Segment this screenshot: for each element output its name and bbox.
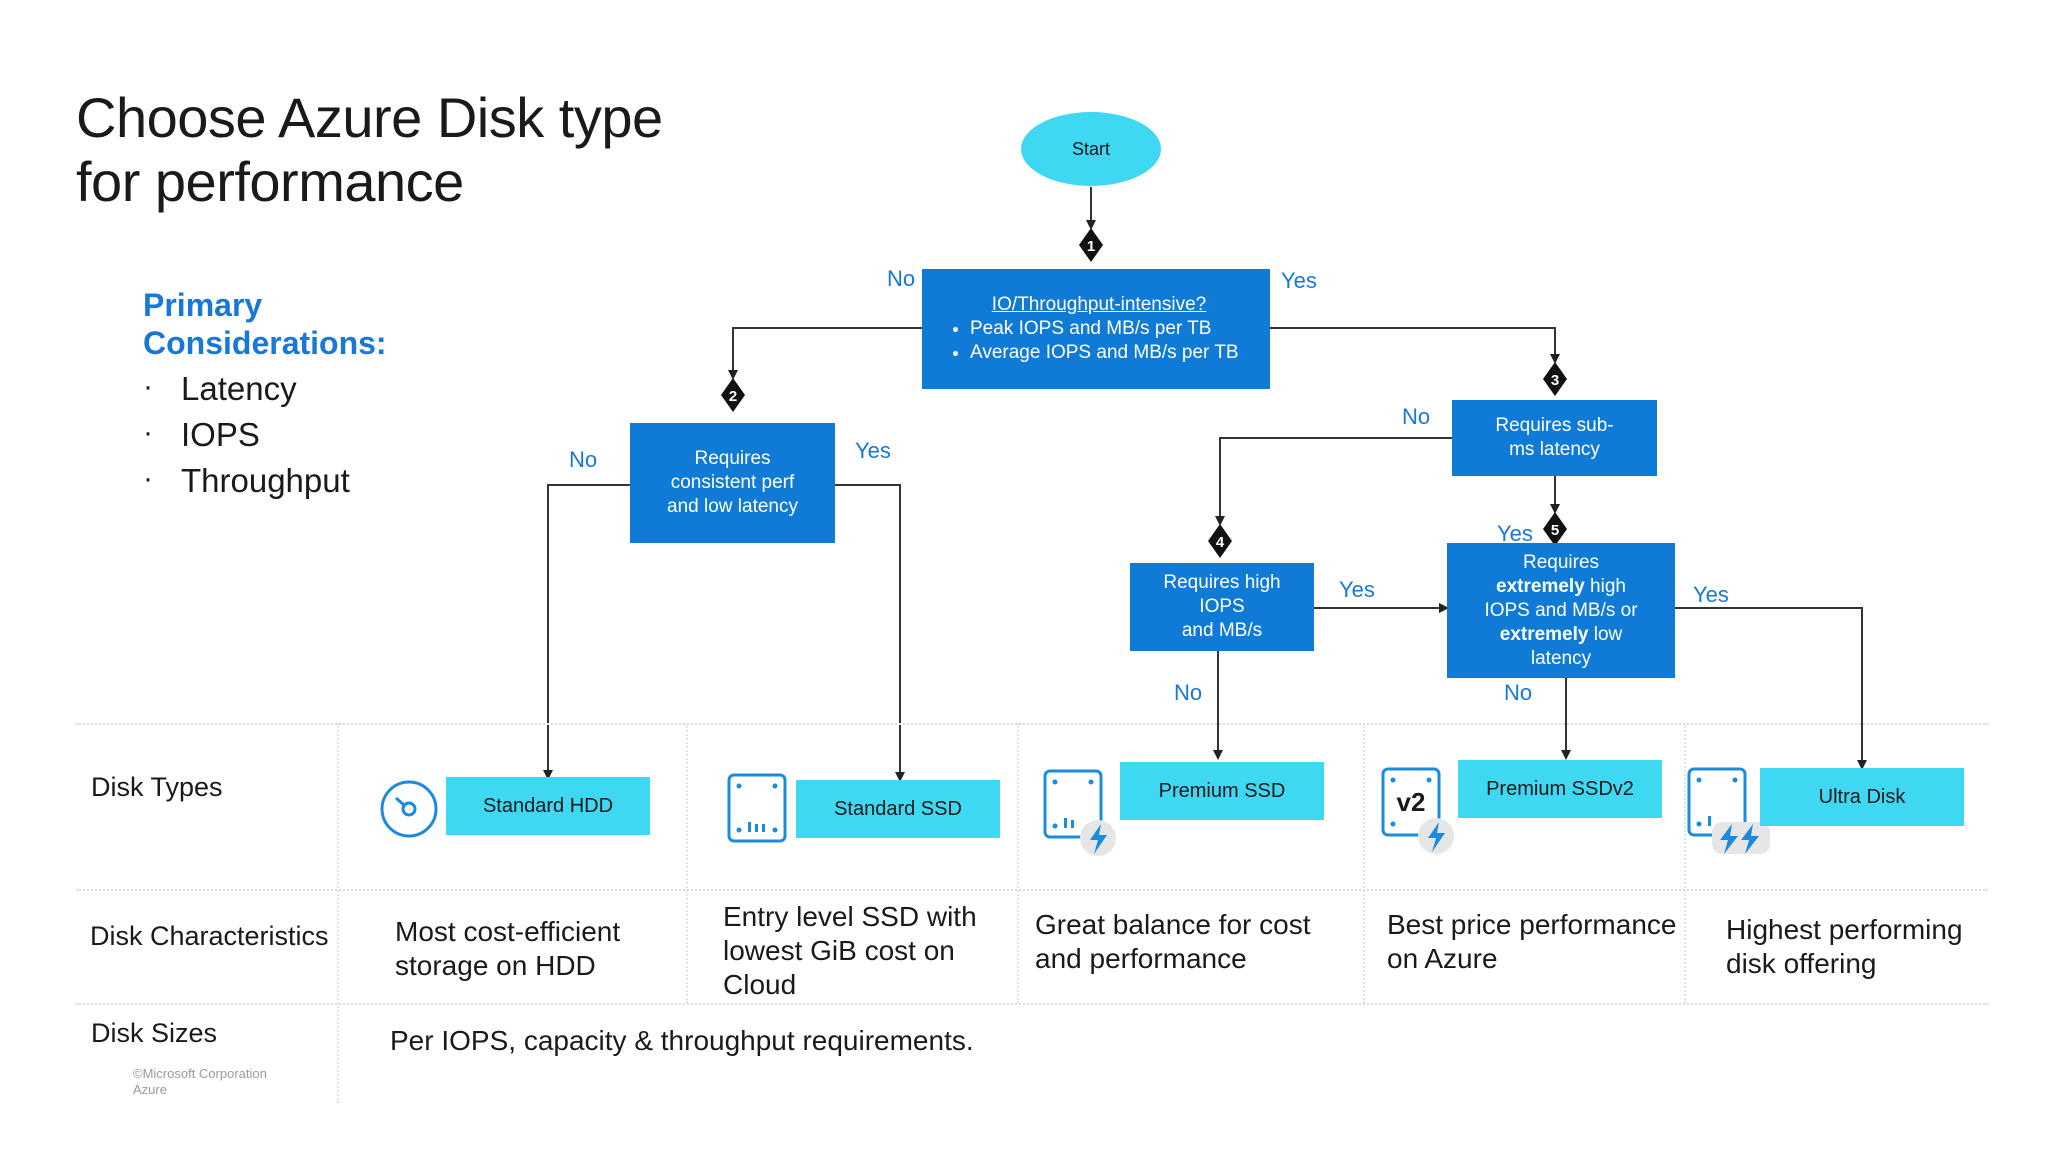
table-column-divider: [337, 723, 339, 1103]
characteristic-standard-ssd: Entry level SSD with lowest GiB cost on …: [723, 901, 977, 1000]
decision-number-2: 2: [729, 388, 737, 405]
characteristic-premium-ssd: Great balance for cost and performance: [1035, 909, 1311, 974]
decision-diamond-1: [1079, 228, 1103, 262]
table-divider: [76, 889, 1988, 891]
considerations-heading: Primary Considerations:: [143, 287, 387, 361]
characteristic-premium-ssdv2: Best price performance on Azure: [1387, 909, 1677, 974]
premium-ssdv2-icon: v2: [1381, 767, 1454, 854]
label-yes-q1: Yes: [1281, 268, 1317, 293]
consideration-item: Throughput: [143, 456, 350, 504]
copyright-text: ©Microsoft Corporation Azure: [133, 1066, 267, 1097]
start-node: Start: [1021, 112, 1161, 186]
decision-io-throughput: IO/Throughput-intensive? Peak IOPS and M…: [922, 269, 1270, 389]
v2-badge: v2: [1397, 787, 1426, 817]
disk-premium-ssdv2: Premium SSDv2: [1458, 760, 1662, 818]
disk-ultra: Ultra Disk: [1760, 768, 1964, 826]
consideration-item: IOPS: [143, 410, 350, 458]
table-column-divider: [686, 723, 688, 1003]
ultra-disk-icon: [1687, 767, 1770, 854]
decision-number-5: 5: [1551, 522, 1559, 539]
decision-extreme-iops: Requires extremely high IOPS and MB/s or…: [1447, 543, 1675, 678]
row-label-disk-types: Disk Types: [91, 772, 223, 802]
characteristic-standard-hdd: Most cost-efficient storage on HDD: [395, 916, 621, 981]
row-label-disk-characteristics: Disk Characteristics: [90, 921, 329, 951]
table-column-divider: [1684, 723, 1686, 1003]
label-yes-q2: Yes: [855, 438, 891, 463]
table-column-divider: [1017, 723, 1019, 1003]
decision-number-4: 4: [1216, 534, 1225, 551]
disk-standard-ssd: Standard SSD: [796, 780, 1000, 838]
disk-sizes-text: Per IOPS, capacity & throughput requirem…: [390, 1025, 974, 1056]
table-column-divider: [1363, 723, 1365, 1003]
decision-sub-ms-latency: Requires sub-ms latency: [1452, 400, 1657, 476]
label-no-q3: No: [1402, 404, 1431, 429]
table-divider: [76, 1003, 1988, 1005]
premium-ssd-icon: [1043, 769, 1116, 856]
page-title: Choose Azure Disk type for performance: [76, 86, 663, 213]
considerations-list: Latency IOPS Throughput: [143, 364, 350, 504]
ssd-icon: [727, 773, 787, 843]
label-no-q5: No: [1504, 680, 1533, 705]
decision-diamond-4: [1208, 524, 1232, 558]
label-no-q2: No: [569, 447, 598, 472]
label-no-q4: No: [1174, 680, 1203, 705]
disk-standard-hdd: Standard HDD: [446, 777, 650, 835]
decision-diamond-5: [1543, 512, 1567, 546]
row-label-disk-sizes: Disk Sizes: [91, 1018, 218, 1048]
decision-number-1: 1: [1087, 238, 1095, 255]
decision-high-iops: Requires high IOPS and MB/s: [1130, 563, 1314, 651]
decision-diamonds: [721, 228, 1567, 558]
decision-diamond-3: [1543, 362, 1567, 396]
table-divider: [76, 723, 1988, 725]
io-criteria-list: Peak IOPS and MB/s per TB Average IOPS a…: [950, 317, 1239, 365]
decision-diamond-2: [721, 378, 745, 412]
disk-premium-ssd: Premium SSD: [1120, 762, 1324, 820]
label-no-q1: No: [887, 266, 916, 291]
label-yes-q5: Yes: [1693, 582, 1729, 607]
label-yes-q4: Yes: [1339, 577, 1375, 602]
decision-consistent-perf: Requires consistent perf and low latency: [630, 423, 835, 543]
characteristic-ultra-disk: Highest performing disk offering: [1726, 914, 1963, 979]
consideration-item: Latency: [143, 364, 350, 412]
hdd-icon: [380, 780, 438, 838]
label-yes-q3: Yes: [1497, 521, 1533, 546]
decision-number-3: 3: [1551, 372, 1559, 389]
